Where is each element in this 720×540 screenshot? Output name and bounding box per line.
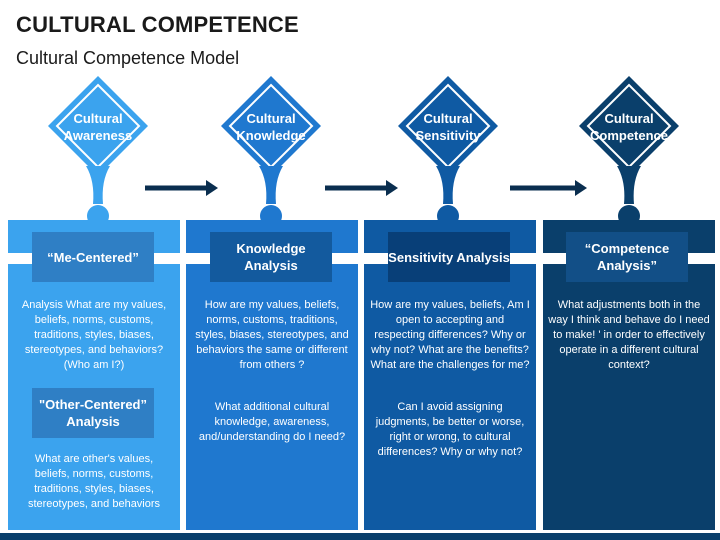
bottom-bar	[0, 533, 720, 540]
text-sensitivity-1: How are my values, beliefs, Am I open to…	[370, 299, 530, 371]
text-awareness-1: Analysis What are my values, beliefs, no…	[21, 299, 167, 371]
diamond-knowledge	[221, 76, 321, 176]
arrow-head-3	[575, 180, 587, 196]
stem-sensitivity	[436, 166, 460, 204]
heading-sensitivity-analysis: Sensitivity Analysis	[388, 232, 510, 282]
diamond-competence	[579, 76, 679, 176]
stem-knowledge	[259, 166, 283, 204]
diamond-sensitivity	[398, 76, 498, 176]
text-competence-1: What adjustments both in the way I think…	[548, 299, 710, 371]
page-subtitle: Cultural Competence Model	[16, 48, 240, 68]
heading-competence-analysis: “Competence Analysis”	[566, 232, 688, 282]
stem-competence	[617, 166, 641, 204]
text-awareness-2: What are other's values, beliefs, norms,…	[27, 453, 161, 510]
heading-me-centered: “Me-Centered”	[32, 232, 154, 282]
arrow-head-1	[206, 180, 218, 196]
diamond-awareness	[48, 76, 148, 176]
text-knowledge-2: What additional cultural knowledge, awar…	[198, 401, 346, 443]
text-sensitivity-2: Can I avoid assigning judgments, be bett…	[375, 401, 525, 458]
arrow-head-2	[386, 180, 398, 196]
heading-knowledge-analysis: Knowledge Analysis	[210, 232, 332, 282]
heading-other-centered: "Other-Centered” Analysis	[32, 388, 154, 438]
stem-awareness	[86, 166, 110, 204]
horizontal-band	[0, 253, 720, 264]
text-knowledge-1: How are my values, beliefs, norms, custo…	[195, 299, 349, 371]
page-title: CULTURAL COMPETENCE	[16, 12, 299, 37]
